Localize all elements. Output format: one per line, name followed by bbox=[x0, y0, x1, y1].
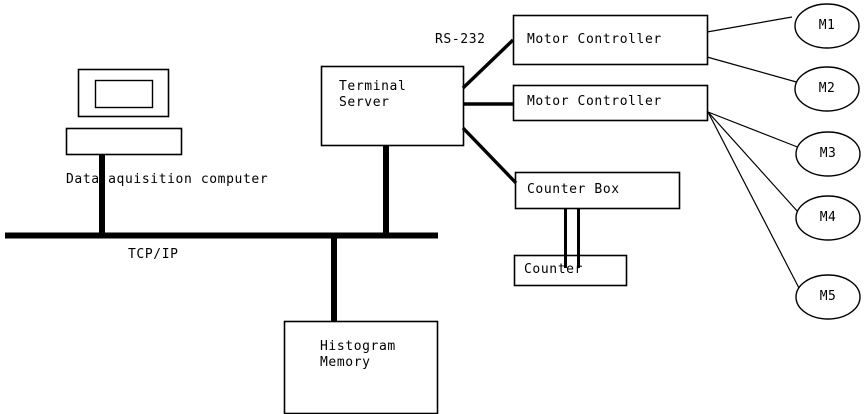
motor-m5-ellipse bbox=[795, 274, 861, 320]
link-motor-controller-2-to-m4 bbox=[707, 111, 799, 213]
histogram-memory-label-line1: Histogram bbox=[320, 339, 396, 354]
terminal-server-label-line2: Server bbox=[339, 95, 390, 110]
link-motor-controller-1-to-m2 bbox=[706, 56, 801, 84]
workstation-caption: Data aquisition computer bbox=[66, 172, 269, 187]
link-motor-controller-2-to-m5 bbox=[707, 111, 801, 291]
motor-controller-2-box bbox=[512, 84, 709, 122]
link-terminal-server-to-counter-box bbox=[461, 126, 518, 185]
link-terminal-server-to-motor-controller-1 bbox=[461, 38, 515, 90]
motor-controller-1-label: Motor Controller bbox=[527, 32, 662, 47]
monitor-screen bbox=[94, 79, 154, 109]
counter-label: Counter bbox=[524, 262, 583, 277]
rs232-link-label: RS-232 bbox=[435, 32, 486, 47]
link-motor-controller-1-to-m1 bbox=[706, 16, 793, 33]
motor-controller-2-label: Motor Controller bbox=[527, 94, 662, 109]
terminal-server-label-line1: Terminal bbox=[339, 79, 407, 94]
motor-m3-label: M3 bbox=[819, 146, 837, 161]
motor-m1-label: M1 bbox=[818, 18, 836, 33]
motor-m4-label: M4 bbox=[819, 210, 837, 225]
motor-m4-ellipse bbox=[795, 195, 861, 241]
computer-base-unit bbox=[65, 127, 183, 156]
motor-m2-ellipse bbox=[794, 66, 860, 112]
tcpip-bus-label: TCP/IP bbox=[128, 247, 179, 262]
terminal-server-box bbox=[320, 65, 465, 147]
motor-m2-label: M2 bbox=[818, 81, 836, 96]
motor-controller-1-box bbox=[512, 14, 709, 66]
motor-m1-ellipse bbox=[794, 3, 860, 49]
motor-m3-ellipse bbox=[795, 131, 861, 177]
link-motor-controller-2-to-m3 bbox=[707, 111, 801, 149]
histogram-memory-label-line2: Memory bbox=[320, 355, 371, 370]
counter-box-label: Counter Box bbox=[527, 182, 620, 197]
counter-box bbox=[513, 254, 628, 287]
motor-m5-label: M5 bbox=[819, 289, 837, 304]
histogram-memory-box bbox=[283, 320, 439, 414]
counter-box-box bbox=[514, 171, 681, 210]
